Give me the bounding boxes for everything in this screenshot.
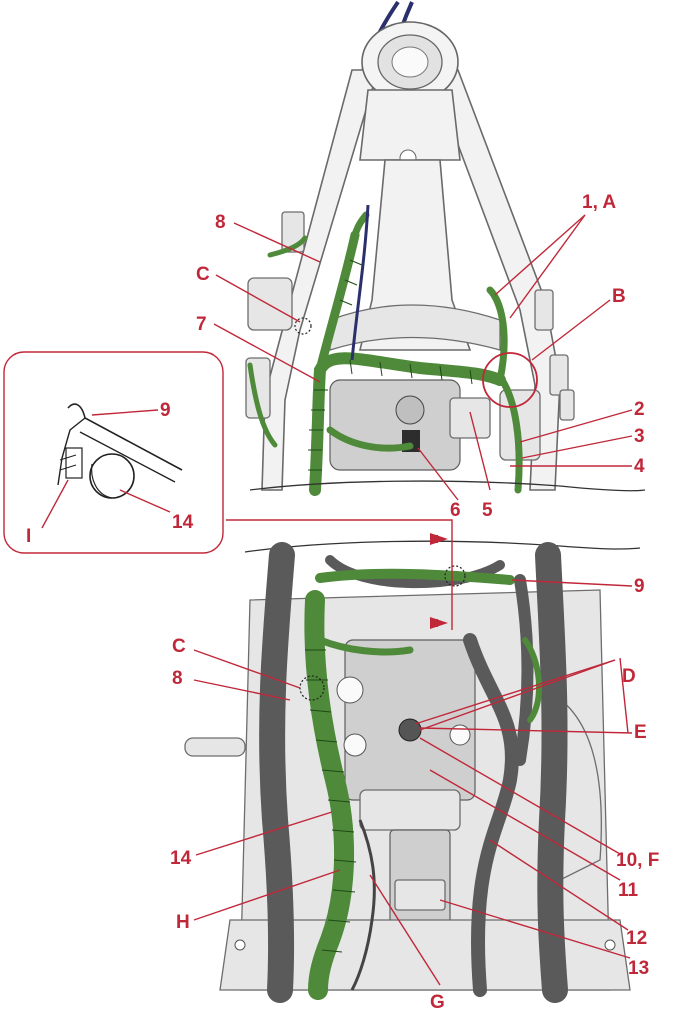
callout-9: 9 <box>634 576 645 597</box>
callout-8-bottom: 8 <box>172 668 183 689</box>
frame-left-spar <box>261 69 380 491</box>
wire-harness-bottom <box>304 568 543 1000</box>
callouts-inset: 9 14 I <box>26 400 194 547</box>
callout-c: C <box>196 264 210 285</box>
callout-6: 6 <box>450 500 461 521</box>
bottom-view-illustration <box>184 542 631 1003</box>
callout-14: 14 <box>170 848 192 869</box>
detail-inset <box>3 351 224 554</box>
callout-3: 3 <box>634 426 645 447</box>
clamp-marker-c-top <box>294 317 312 335</box>
callout-13: 13 <box>628 958 649 979</box>
callout-d: D <box>622 666 636 687</box>
callout-e: E <box>634 722 647 743</box>
cut-line-top <box>249 480 646 492</box>
callout-12: 12 <box>626 928 647 949</box>
callout-11: 11 <box>618 880 639 901</box>
callout-b: B <box>612 286 626 307</box>
callout-4: 4 <box>634 456 645 477</box>
callouts-bottom: 9 C 8 D E 10, F 11 12 13 14 H G <box>170 576 659 1013</box>
cut-line-bottom <box>244 540 641 553</box>
frame-right-spar <box>428 69 561 491</box>
leader-lines <box>41 214 633 986</box>
callouts-top: 1, A B 2 3 4 5 6 7 8 C <box>196 192 645 521</box>
callout-inset-9: 9 <box>160 400 171 421</box>
callout-g: G <box>430 992 445 1013</box>
steering-head <box>359 21 461 167</box>
wire-harness-top <box>247 211 523 496</box>
callout-1a: 1, A <box>582 192 616 213</box>
callout-inset-14: 14 <box>172 512 194 533</box>
clamp-marker-9 <box>444 565 466 587</box>
reference-connector <box>226 519 453 630</box>
callout-h: H <box>176 912 190 933</box>
callout-8: 8 <box>215 212 226 233</box>
callout-10f: 10, F <box>616 850 659 871</box>
top-view-illustration <box>245 0 575 496</box>
callout-7: 7 <box>196 314 207 335</box>
highlight-circle-b <box>482 352 538 408</box>
callout-inset-i: I <box>26 526 31 547</box>
callout-2: 2 <box>634 399 645 420</box>
callout-5: 5 <box>482 500 493 521</box>
callout-c-bottom: C <box>172 636 186 657</box>
